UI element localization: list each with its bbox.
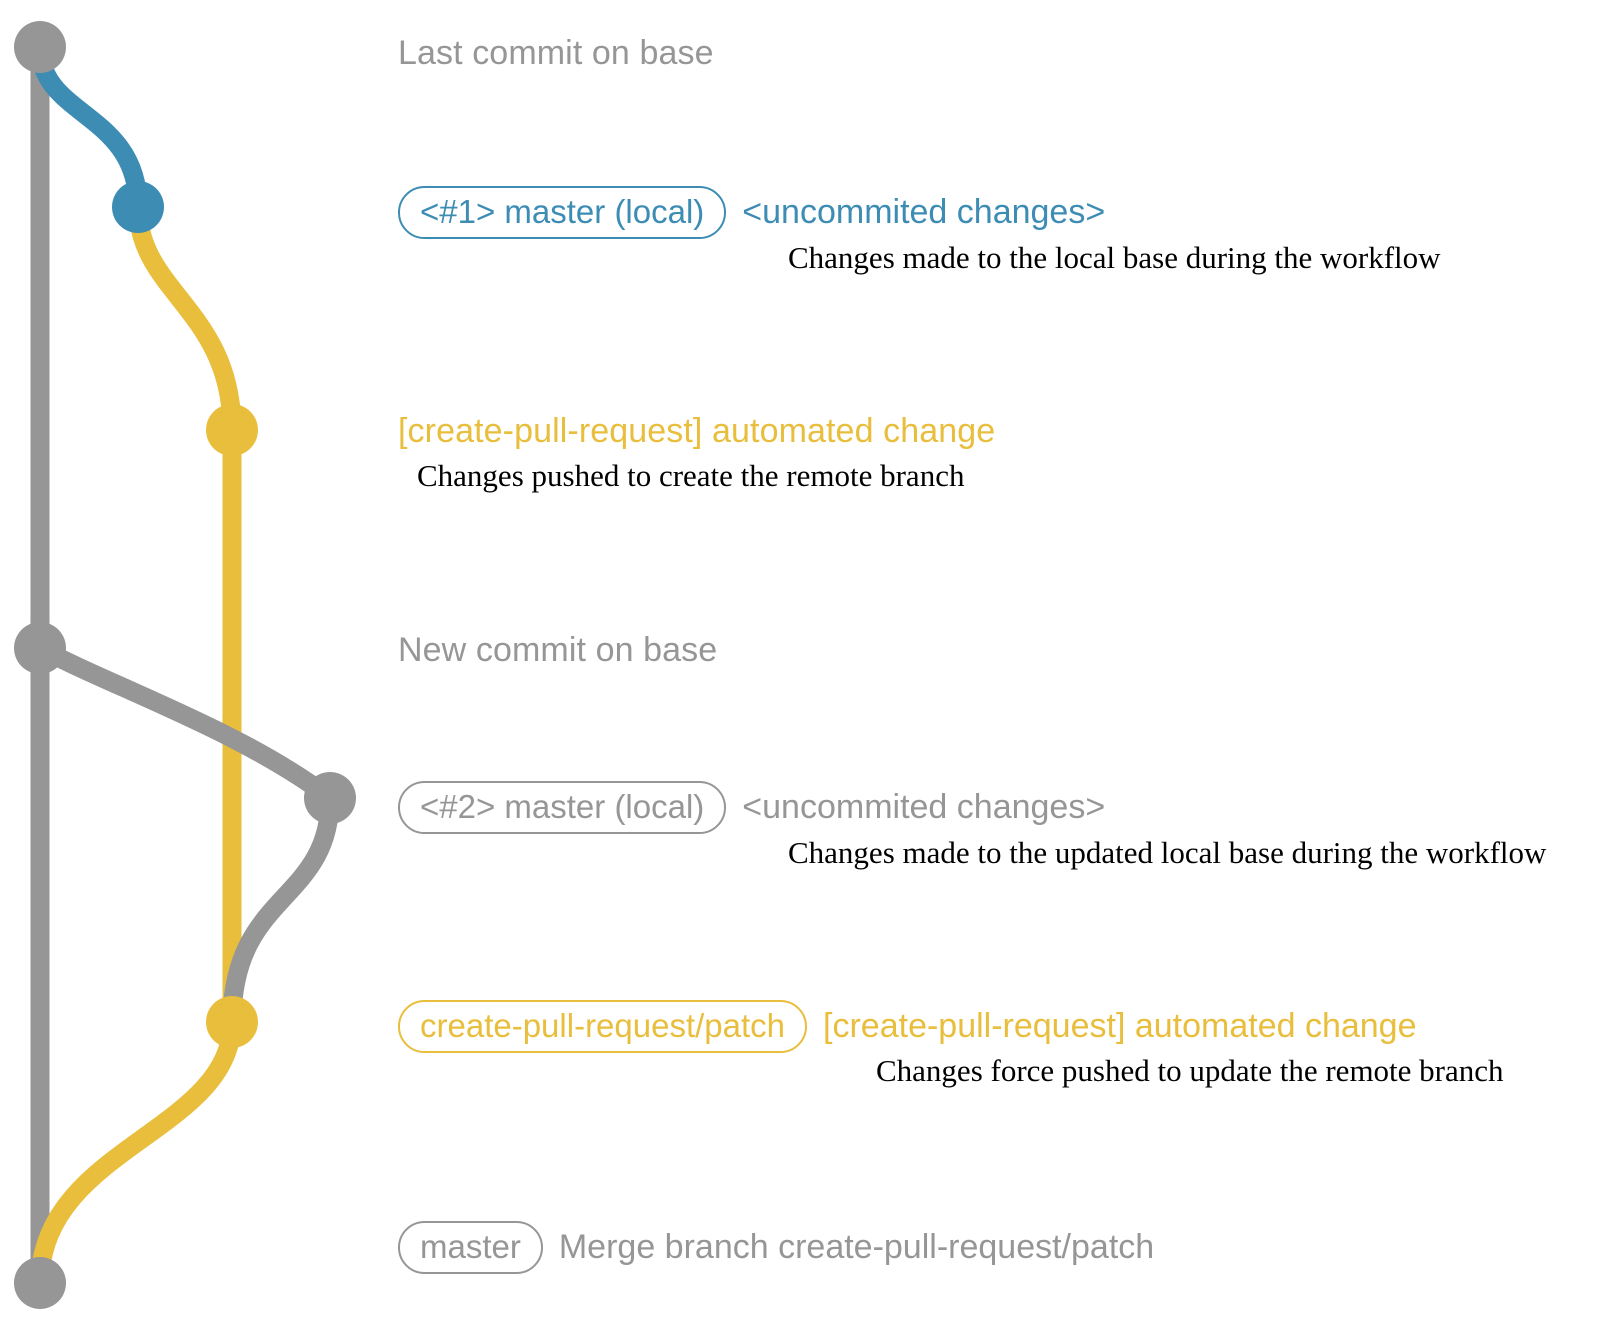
commit-subject-create-pull-request-patch: [create-pull-request] automated change: [823, 1007, 1417, 1045]
commit-node-n2[interactable]: [112, 181, 164, 233]
commit-row-automated-change-1: [create-pull-request] automated change: [398, 412, 995, 451]
edge-patch2-to-master: [30, 1012, 242, 1293]
graph-edges: [30, 37, 340, 1293]
commit-node-n7[interactable]: [14, 1257, 66, 1309]
edge-local1-to-patch1: [128, 197, 242, 440]
commit-description-master-local-2: Changes made to the updated local base d…: [788, 835, 1547, 870]
edge-base-to-local2: [30, 638, 340, 808]
commit-row-master-local-2: <#2> master (local) <uncommited changes>: [398, 781, 1105, 834]
branch-badge-master-local-1[interactable]: <#1> master (local): [398, 186, 727, 239]
commit-description-master-local-1: Changes made to the local base during th…: [788, 240, 1441, 275]
commit-title-new-commit-on-base: New commit on base: [398, 631, 718, 669]
commit-node-n5[interactable]: [304, 772, 356, 824]
branch-badge-create-pull-request-patch[interactable]: create-pull-request/patch: [398, 1000, 808, 1053]
commit-title-automated-change-1: [create-pull-request] automated change: [398, 412, 996, 450]
commit-row-create-pull-request-patch: create-pull-request/patch [create-pull-re…: [398, 1000, 1417, 1053]
commit-node-n1[interactable]: [14, 21, 66, 73]
branch-badge-master-local-2[interactable]: <#2> master (local): [398, 781, 727, 834]
commit-row-last-commit-on-base: Last commit on base: [398, 34, 714, 73]
commit-node-n6[interactable]: [206, 996, 258, 1048]
commit-description-automated-change-1: Changes pushed to create the remote bran…: [417, 458, 965, 493]
edge-base-to-local1: [30, 37, 148, 217]
commit-row-master-local-1: <#1> master (local) <uncommited changes>: [398, 186, 1105, 239]
commit-subject-master-local-2: <uncommited changes>: [742, 788, 1106, 826]
commit-graph: [14, 21, 356, 1309]
commit-subject-master-local-1: <uncommited changes>: [742, 193, 1106, 231]
commit-node-n3[interactable]: [206, 404, 258, 456]
commit-row-new-commit-on-base: New commit on base: [398, 631, 717, 670]
commit-row-master-merge: master Merge branch create-pull-request/p…: [398, 1221, 1154, 1274]
commit-title-last-commit-on-base: Last commit on base: [398, 34, 714, 72]
commit-subject-master-merge: Merge branch create-pull-request/patch: [558, 1228, 1155, 1266]
edge-local2-to-patch2: [222, 788, 340, 1032]
graph-nodes: [14, 21, 356, 1309]
commit-node-n4[interactable]: [14, 622, 66, 674]
branch-badge-master-merge[interactable]: master: [398, 1221, 543, 1274]
commit-description-create-pull-request-patch: Changes force pushed to update the remot…: [876, 1053, 1504, 1088]
